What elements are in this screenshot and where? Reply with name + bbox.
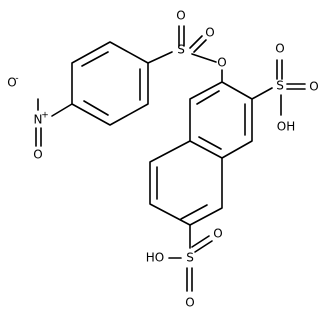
nitro-plus-charge: + xyxy=(41,111,49,121)
bond-s-to-ester-o xyxy=(191,53,217,63)
bond-sulfo1-o-top-double xyxy=(276,59,283,80)
naphthalene-right-ring xyxy=(189,69,253,159)
nitro-nitrogen: N xyxy=(34,113,43,127)
bond-sulfo2-o-top-double xyxy=(191,235,213,253)
sulfo2-oxygen-bottom: O xyxy=(185,296,194,310)
sulfo1-hydroxyl: OH xyxy=(277,120,295,134)
sulfo1-oxygen-top: O xyxy=(275,42,284,56)
nitro-group: O - N + O xyxy=(7,74,49,162)
bond-ring-to-sulfo1-s xyxy=(251,87,273,100)
naphthalene-right-ring-double-bonds xyxy=(196,90,246,150)
sulfo2-sulfur: S xyxy=(186,251,194,265)
bond-sulfo1-o-right-double xyxy=(286,83,306,90)
sulfonyl-bridge: S O O O xyxy=(147,9,227,70)
sulfo1-sulfur: S xyxy=(276,79,284,93)
sulfo2-hydroxyl: HO xyxy=(146,251,164,265)
ester-oxygen: O xyxy=(217,56,226,70)
bond-sulfo2-o-bottom-double xyxy=(186,267,193,292)
bond-s-o-left-double xyxy=(178,25,185,47)
sulfonic-acid-bottom: S O O HO xyxy=(146,224,223,310)
bond-ring-to-nitro xyxy=(51,103,73,117)
naphthalene-left-ring xyxy=(149,140,223,226)
nitrobenzene-ring xyxy=(51,41,149,126)
sulfonyl-sulfur: S xyxy=(177,43,185,57)
sulfonyl-oxygen-right: O xyxy=(205,26,214,40)
naphthalene-left-ring-double-bonds xyxy=(156,166,208,220)
nitro-oxygen-bottom: O xyxy=(33,148,42,162)
naphthalene-core xyxy=(149,69,253,226)
nitro-oxygen-top: O xyxy=(7,76,16,90)
sulfonyl-oxygen-left: O xyxy=(176,9,185,23)
benzene-ring-outline xyxy=(71,41,149,126)
bond-ring-to-sulfonyl-s xyxy=(147,51,173,64)
bond-n-o-bottom-double xyxy=(35,127,42,147)
sulfo1-oxygen-right: O xyxy=(309,80,318,94)
bond-s-o-right-double xyxy=(189,35,207,53)
benzene-ring-double-bonds xyxy=(81,51,141,116)
sulfonic-acid-right: S O O OH xyxy=(251,42,319,134)
sulfo2-oxygen-top: O xyxy=(213,227,222,241)
nitro-minus-charge: - xyxy=(15,74,18,84)
